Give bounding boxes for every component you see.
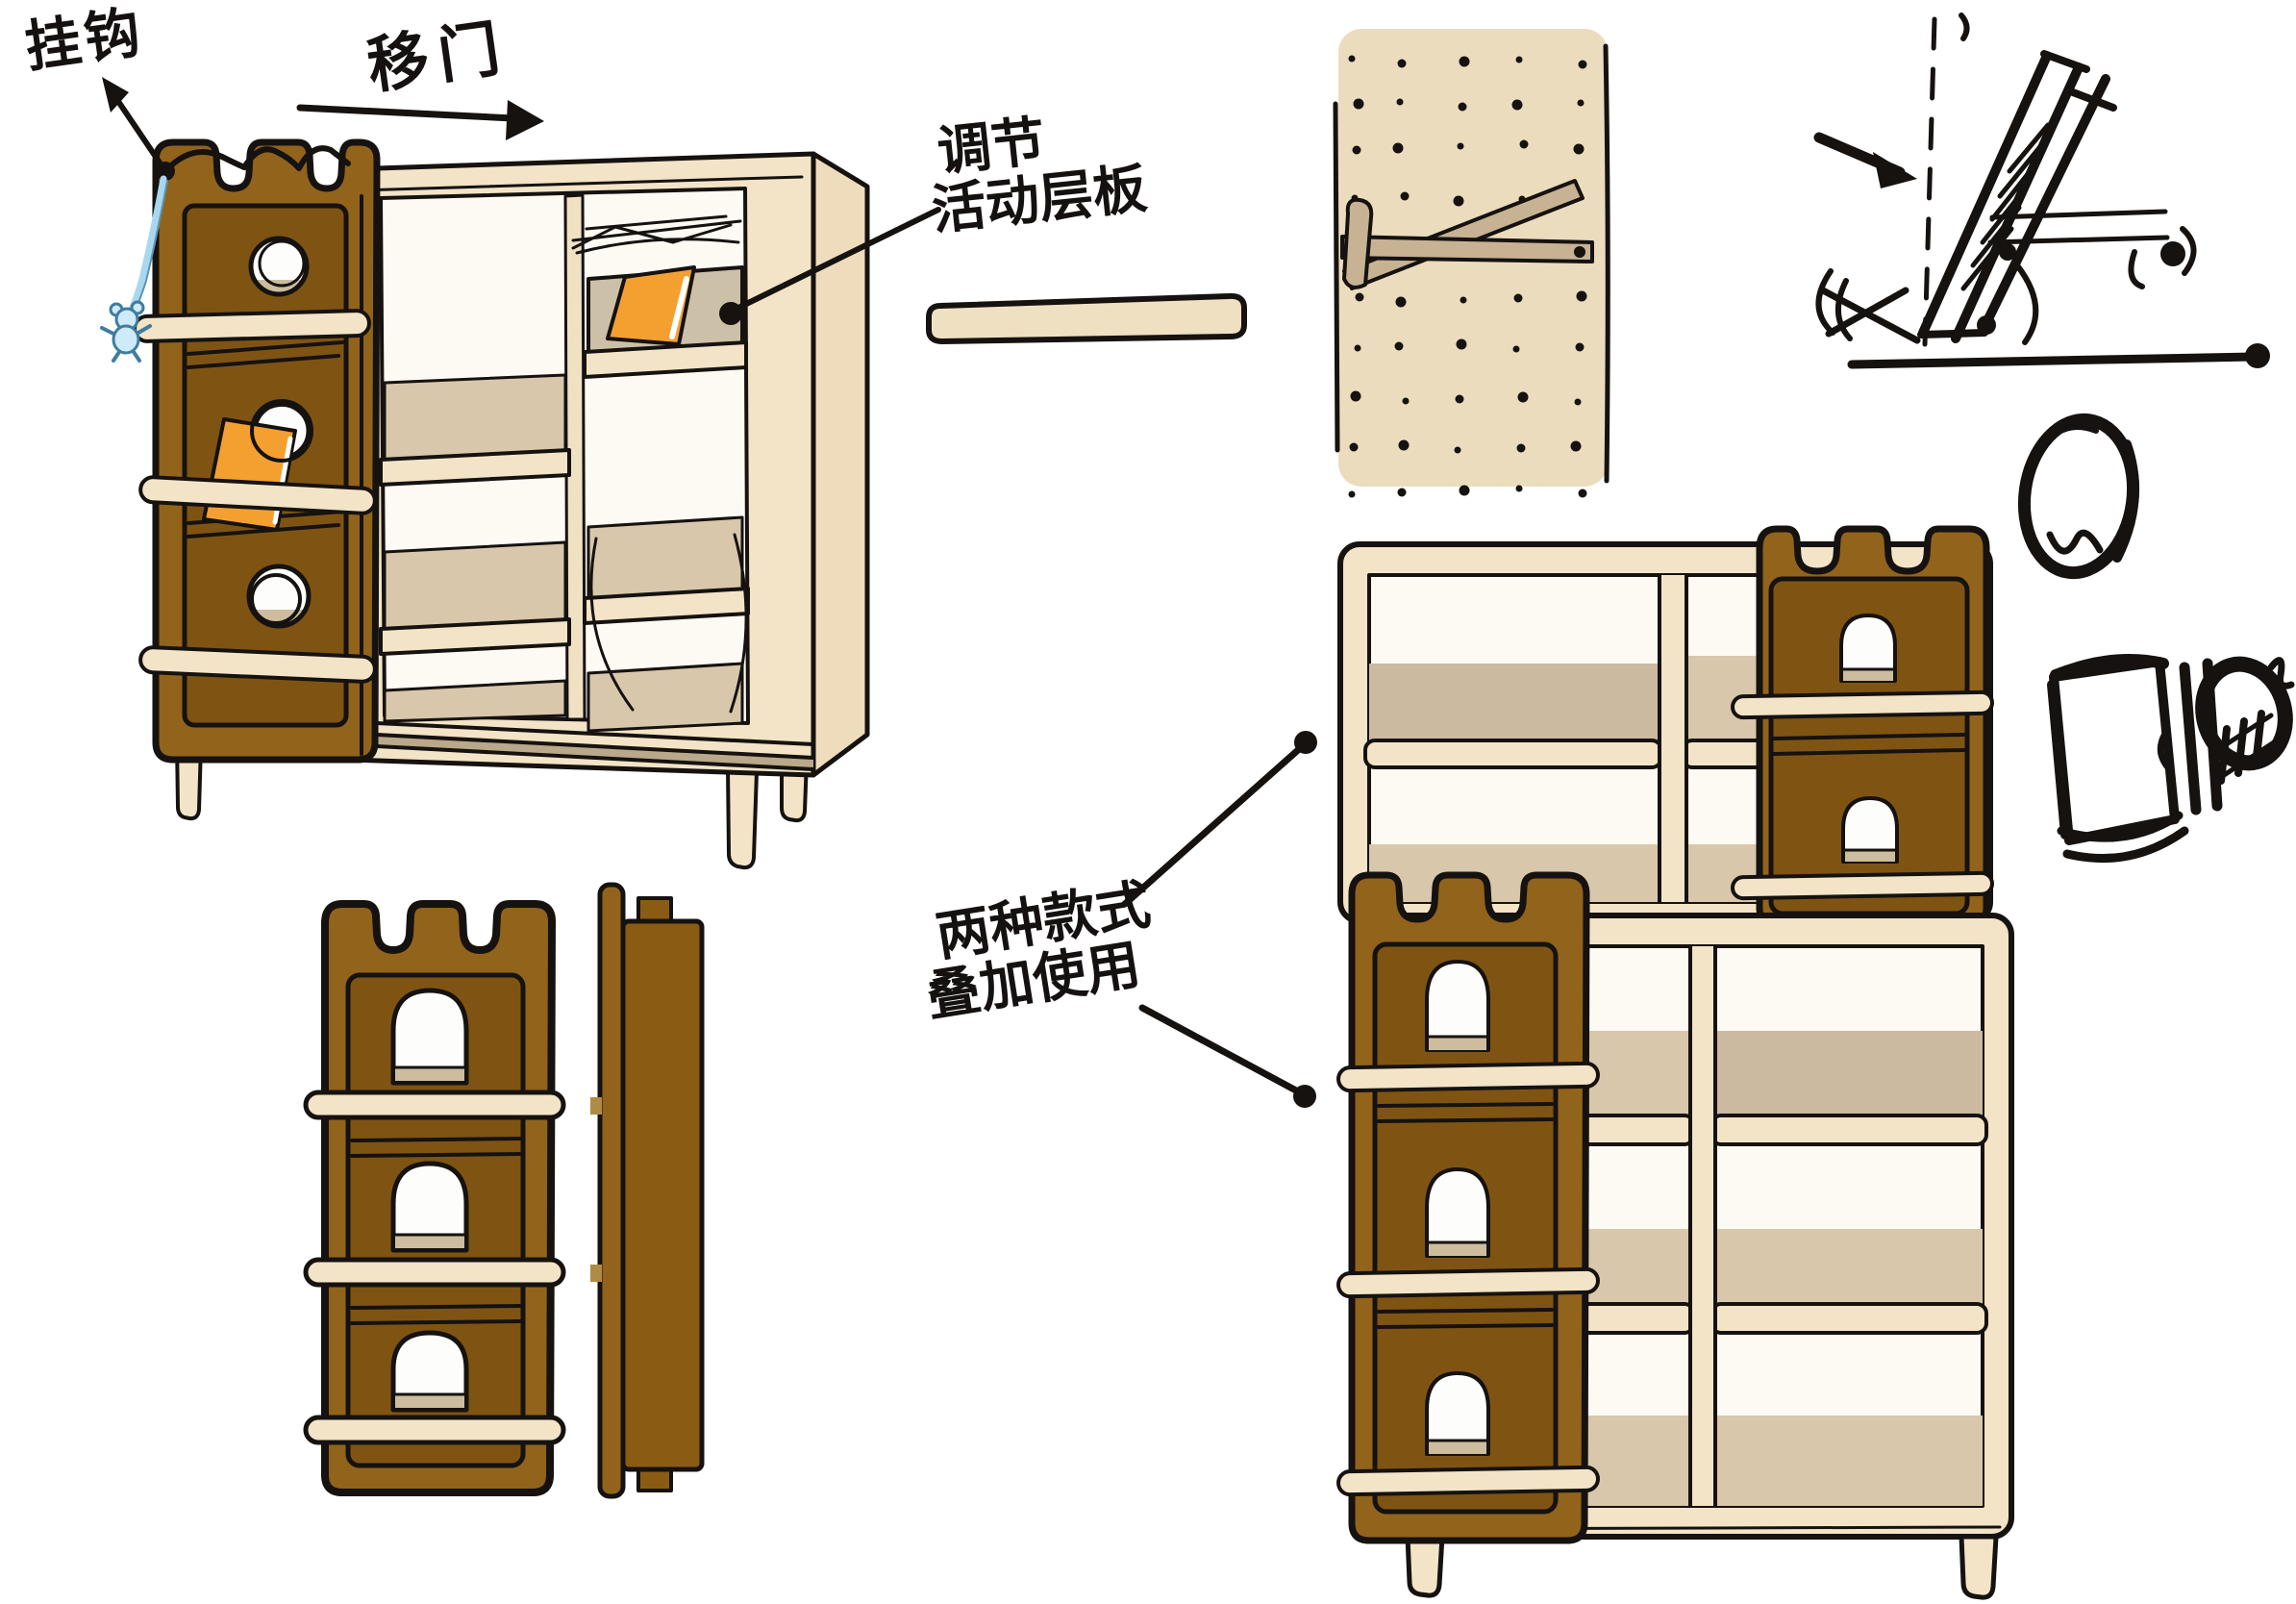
stacking-leader-bottom xyxy=(1138,1004,1316,1108)
door-rail-3 xyxy=(138,645,377,684)
panel-rail xyxy=(1731,689,1994,720)
panel-rail xyxy=(1336,1465,1600,1497)
arch-window xyxy=(1425,960,1490,1052)
stacked-leg-right xyxy=(1959,1534,1999,1600)
annotation-arrows xyxy=(102,77,1317,1108)
porthole-bottom xyxy=(246,564,312,629)
hanging-toy xyxy=(100,175,168,363)
porthole-top xyxy=(248,236,310,297)
arch-window xyxy=(1841,796,1899,864)
panel-rail xyxy=(1731,870,1994,901)
arch-window xyxy=(1839,614,1897,683)
stacked-top-castle-panel xyxy=(1731,525,1994,929)
peg-knob-sketch xyxy=(2047,654,2295,863)
pegboard-brackets xyxy=(1340,179,1594,290)
pegboard-panel xyxy=(1333,29,1610,498)
castle-panel-front-view xyxy=(303,900,566,1496)
panel-rail xyxy=(1336,1061,1600,1093)
arch-window xyxy=(390,1330,469,1413)
stacked-cabinets xyxy=(1336,525,2014,1600)
panel-rail xyxy=(303,1415,566,1445)
left-column-shelves xyxy=(379,373,571,723)
castle-sliding-door xyxy=(133,138,381,764)
battlement-scallops xyxy=(162,145,351,174)
adjustable-shelf-cell xyxy=(571,214,750,733)
sliding-door-track xyxy=(375,721,815,771)
adjustable-shelf-leader xyxy=(719,207,941,325)
arch-window xyxy=(390,1161,469,1253)
oval-detail-sketch xyxy=(2017,413,2140,580)
castle-panel-side-view xyxy=(590,882,705,1499)
panel-rail xyxy=(303,1257,566,1288)
cabinet-front-view xyxy=(100,138,870,870)
annotation-adjustable-shelf: 调节 活动层板 xyxy=(929,103,1150,243)
arch-window xyxy=(1425,1371,1490,1456)
stacked-bottom-castle-panel xyxy=(1336,871,1600,1544)
mechanism-ink-sketch xyxy=(1813,13,2270,369)
cabinet-leg-front-right xyxy=(726,765,759,870)
panel-rail xyxy=(303,1090,566,1120)
panel-rail xyxy=(1336,1266,1600,1299)
arch-window xyxy=(390,988,469,1086)
loose-shelf-plank xyxy=(926,292,1247,344)
stacking-leader-top xyxy=(1121,731,1317,908)
door-rail-1 xyxy=(133,309,371,343)
sliding-door-arrow xyxy=(296,100,544,140)
stacked-leg-left xyxy=(1405,1534,1445,1598)
door-rail-2 xyxy=(138,475,377,515)
arch-window xyxy=(1425,1167,1490,1258)
hook-arrow xyxy=(102,77,164,168)
